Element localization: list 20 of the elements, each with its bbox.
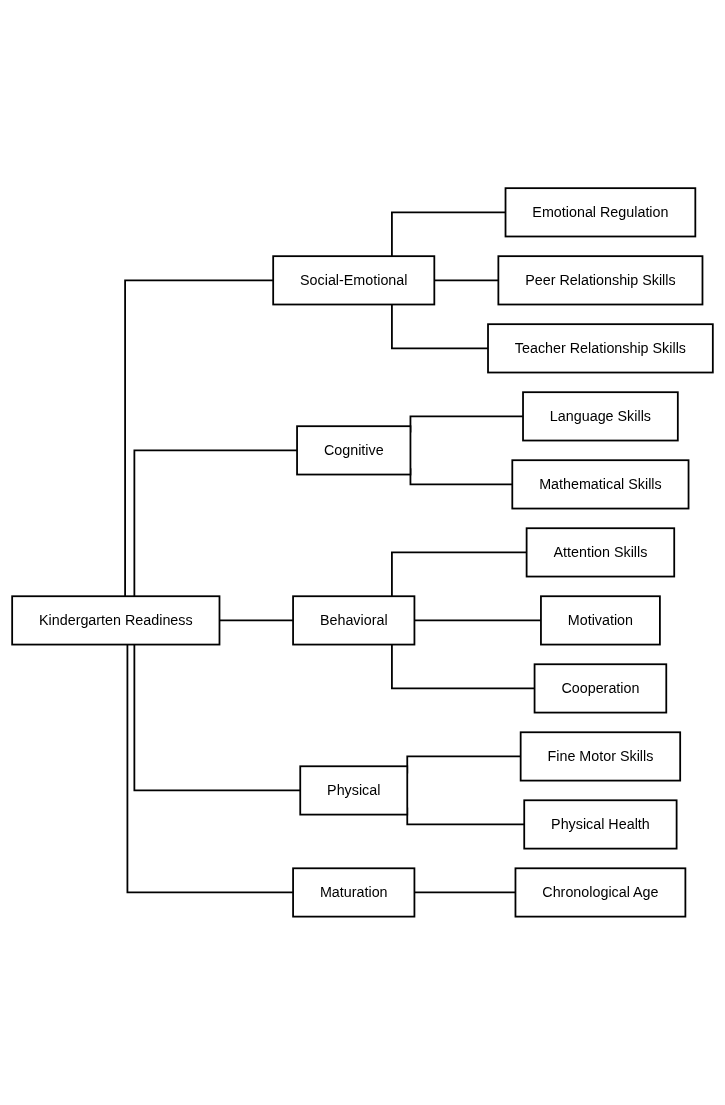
node-box: Fine Motor Skills: [519, 731, 682, 782]
connector: [391, 303, 489, 350]
node-box: Kindergarten Readiness: [11, 595, 221, 646]
node-box: Chronological Age: [514, 867, 687, 918]
node-box: Teacher Relationship Skills: [487, 323, 714, 374]
node-box: Cooperation: [533, 663, 668, 714]
node-box: Motivation: [540, 595, 661, 646]
node-box: Social-Emotional: [272, 255, 436, 306]
node-box: Attention Skills: [525, 527, 676, 578]
node-box: Mathematical Skills: [511, 459, 690, 510]
connector: [126, 643, 294, 894]
node-box: Physical Health: [523, 799, 678, 850]
node-box: Cognitive: [296, 425, 412, 476]
node-box: Peer Relationship Skills: [497, 255, 704, 306]
connector: [133, 449, 298, 598]
node-box: Behavioral: [292, 595, 416, 646]
node-box: Language Skills: [522, 391, 679, 442]
node-box: Emotional Regulation: [504, 187, 697, 238]
node-box: Physical: [299, 765, 409, 816]
node-box: Maturation: [292, 867, 416, 918]
